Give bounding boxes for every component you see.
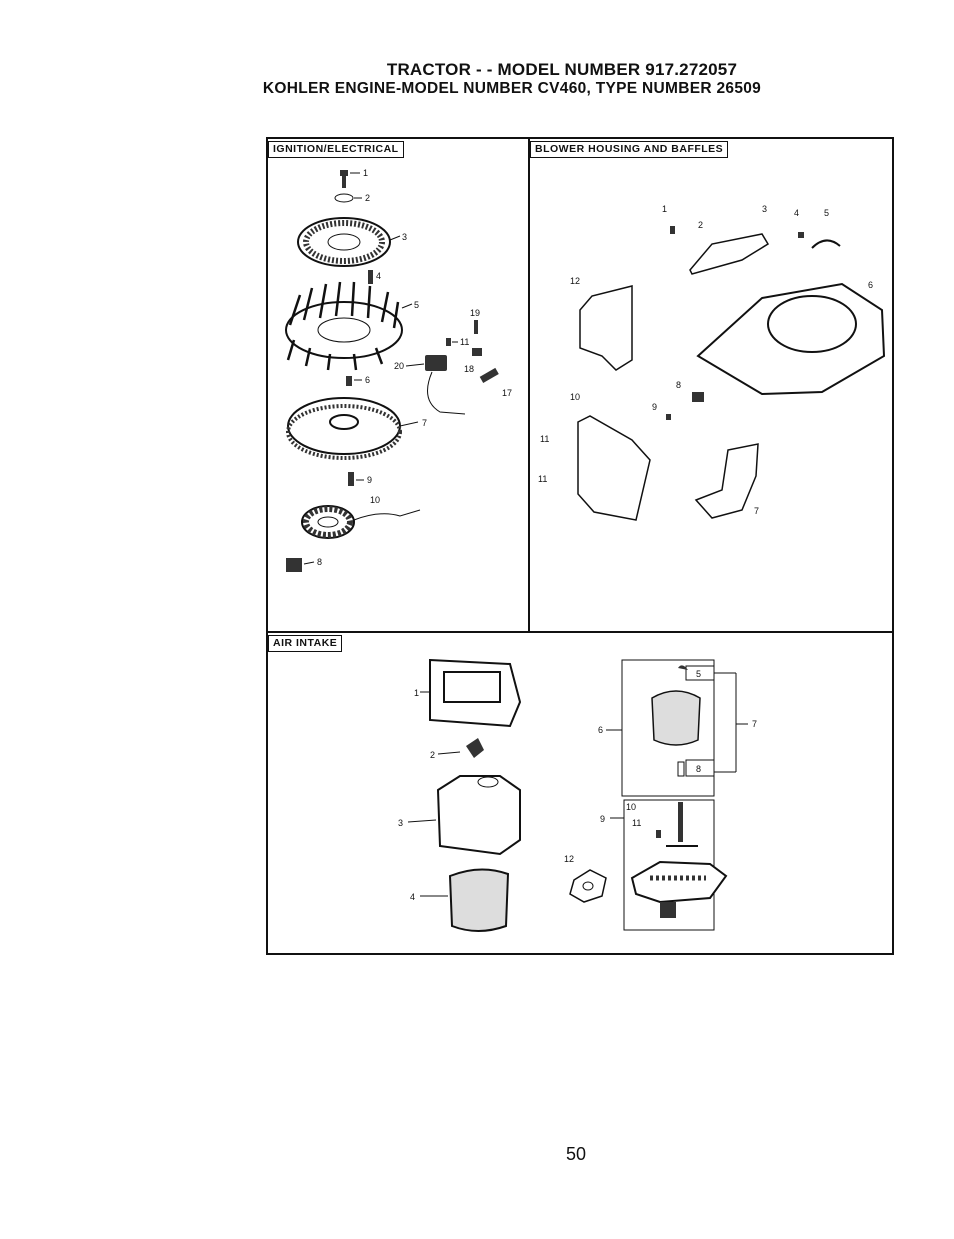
ign-callout-4: 4 bbox=[376, 271, 381, 281]
air-cleaner-base-part bbox=[630, 860, 728, 904]
blw-callout-11b: 11 bbox=[538, 474, 547, 484]
flywheel-part bbox=[286, 397, 402, 460]
blower-section-label: BLOWER HOUSING AND BAFFLES bbox=[530, 141, 729, 158]
air-intake-section-label: AIR INTAKE bbox=[268, 635, 343, 652]
blw-callout-7: 7 bbox=[754, 506, 759, 516]
baffle-part-3 bbox=[689, 233, 770, 275]
air-callout-8: 8 bbox=[696, 764, 701, 774]
blw-callout-10: 10 bbox=[570, 392, 580, 402]
blw-callout-3: 3 bbox=[762, 204, 767, 214]
blw-callout-12: 12 bbox=[570, 276, 580, 286]
paper-element-part bbox=[651, 690, 701, 746]
ign-callout-19: 19 bbox=[470, 308, 480, 318]
washer-part bbox=[334, 193, 354, 203]
ign-callout-20: 20 bbox=[394, 361, 404, 371]
air-callout-1: 1 bbox=[414, 688, 419, 698]
fan-part bbox=[285, 281, 403, 371]
page-title: TRACTOR - - MODEL NUMBER 917.272057 bbox=[386, 60, 738, 79]
ignition-section-label: IGNITION/ELECTRICAL bbox=[268, 141, 404, 158]
ign-callout-1: 1 bbox=[363, 168, 368, 178]
blw-callout-1: 1 bbox=[662, 204, 667, 214]
element-kit-box bbox=[621, 659, 715, 797]
knob-part bbox=[466, 738, 484, 758]
air-callout-12: 12 bbox=[564, 854, 574, 864]
ign-callout-8: 8 bbox=[317, 557, 322, 567]
page-subtitle: KOHLER ENGINE-MODEL NUMBER CV460, TYPE N… bbox=[262, 80, 762, 97]
air-callout-5: 5 bbox=[696, 669, 701, 679]
section-divider-horizontal bbox=[266, 631, 894, 633]
blw-callout-6: 6 bbox=[868, 280, 873, 290]
baffle-part-7 bbox=[694, 443, 759, 519]
foam-filter-part bbox=[448, 868, 510, 932]
baffle-part-12 bbox=[579, 285, 633, 371]
diagram-frame bbox=[266, 137, 894, 955]
baffle-part-10 bbox=[577, 415, 651, 521]
section-divider-vertical bbox=[528, 137, 530, 633]
air-intake-diagram: 1 2 3 4 5 6 7 8 9 10 11 12 bbox=[398, 658, 757, 932]
precleaner-part bbox=[436, 775, 521, 856]
base-kit-box bbox=[623, 799, 715, 931]
blw-callout-2: 2 bbox=[698, 220, 703, 230]
ign-callout-2: 2 bbox=[365, 193, 370, 203]
ign-callout-6: 6 bbox=[365, 375, 370, 385]
ign-callout-18: 18 bbox=[464, 364, 474, 374]
ign-callout-11: 11 bbox=[460, 337, 469, 347]
page-number: 50 bbox=[566, 1144, 587, 1164]
ign-callout-7: 7 bbox=[422, 418, 427, 428]
air-callout-4: 4 bbox=[410, 892, 415, 902]
air-callout-2: 2 bbox=[430, 750, 435, 760]
ignition-electrical-diagram: 1 2 3 4 5 19 11 20 18 6 17 7 9 bbox=[285, 168, 512, 572]
ignition-module-part bbox=[425, 355, 447, 371]
air-callout-6: 6 bbox=[598, 725, 603, 735]
screw-part bbox=[340, 170, 348, 188]
ign-callout-3: 3 bbox=[402, 232, 407, 242]
blw-callout-5: 5 bbox=[824, 208, 829, 218]
blw-callout-8: 8 bbox=[676, 380, 681, 390]
air-callout-11: 11 bbox=[632, 818, 641, 828]
air-cleaner-cover-part bbox=[429, 658, 522, 728]
ign-callout-10: 10 bbox=[370, 495, 380, 505]
blw-callout-4: 4 bbox=[794, 208, 799, 218]
rotating-screen-part bbox=[297, 217, 391, 267]
stator-part bbox=[301, 505, 421, 539]
ign-callout-17: 17 bbox=[502, 388, 512, 398]
ign-callout-5: 5 bbox=[414, 300, 419, 310]
air-callout-9: 9 bbox=[600, 814, 605, 824]
ign-callout-9: 9 bbox=[367, 475, 372, 485]
blw-callout-11a: 11 bbox=[540, 434, 549, 444]
blower-housing-diagram: 1 2 3 4 5 6 12 8 9 10 11 11 7 bbox=[538, 204, 886, 521]
rectifier-part bbox=[286, 558, 302, 572]
air-callout-10: 10 bbox=[626, 802, 636, 812]
blower-housing-part bbox=[696, 282, 886, 396]
blw-callout-9: 9 bbox=[652, 402, 657, 412]
air-callout-7: 7 bbox=[752, 719, 757, 729]
air-callout-3: 3 bbox=[398, 818, 403, 828]
